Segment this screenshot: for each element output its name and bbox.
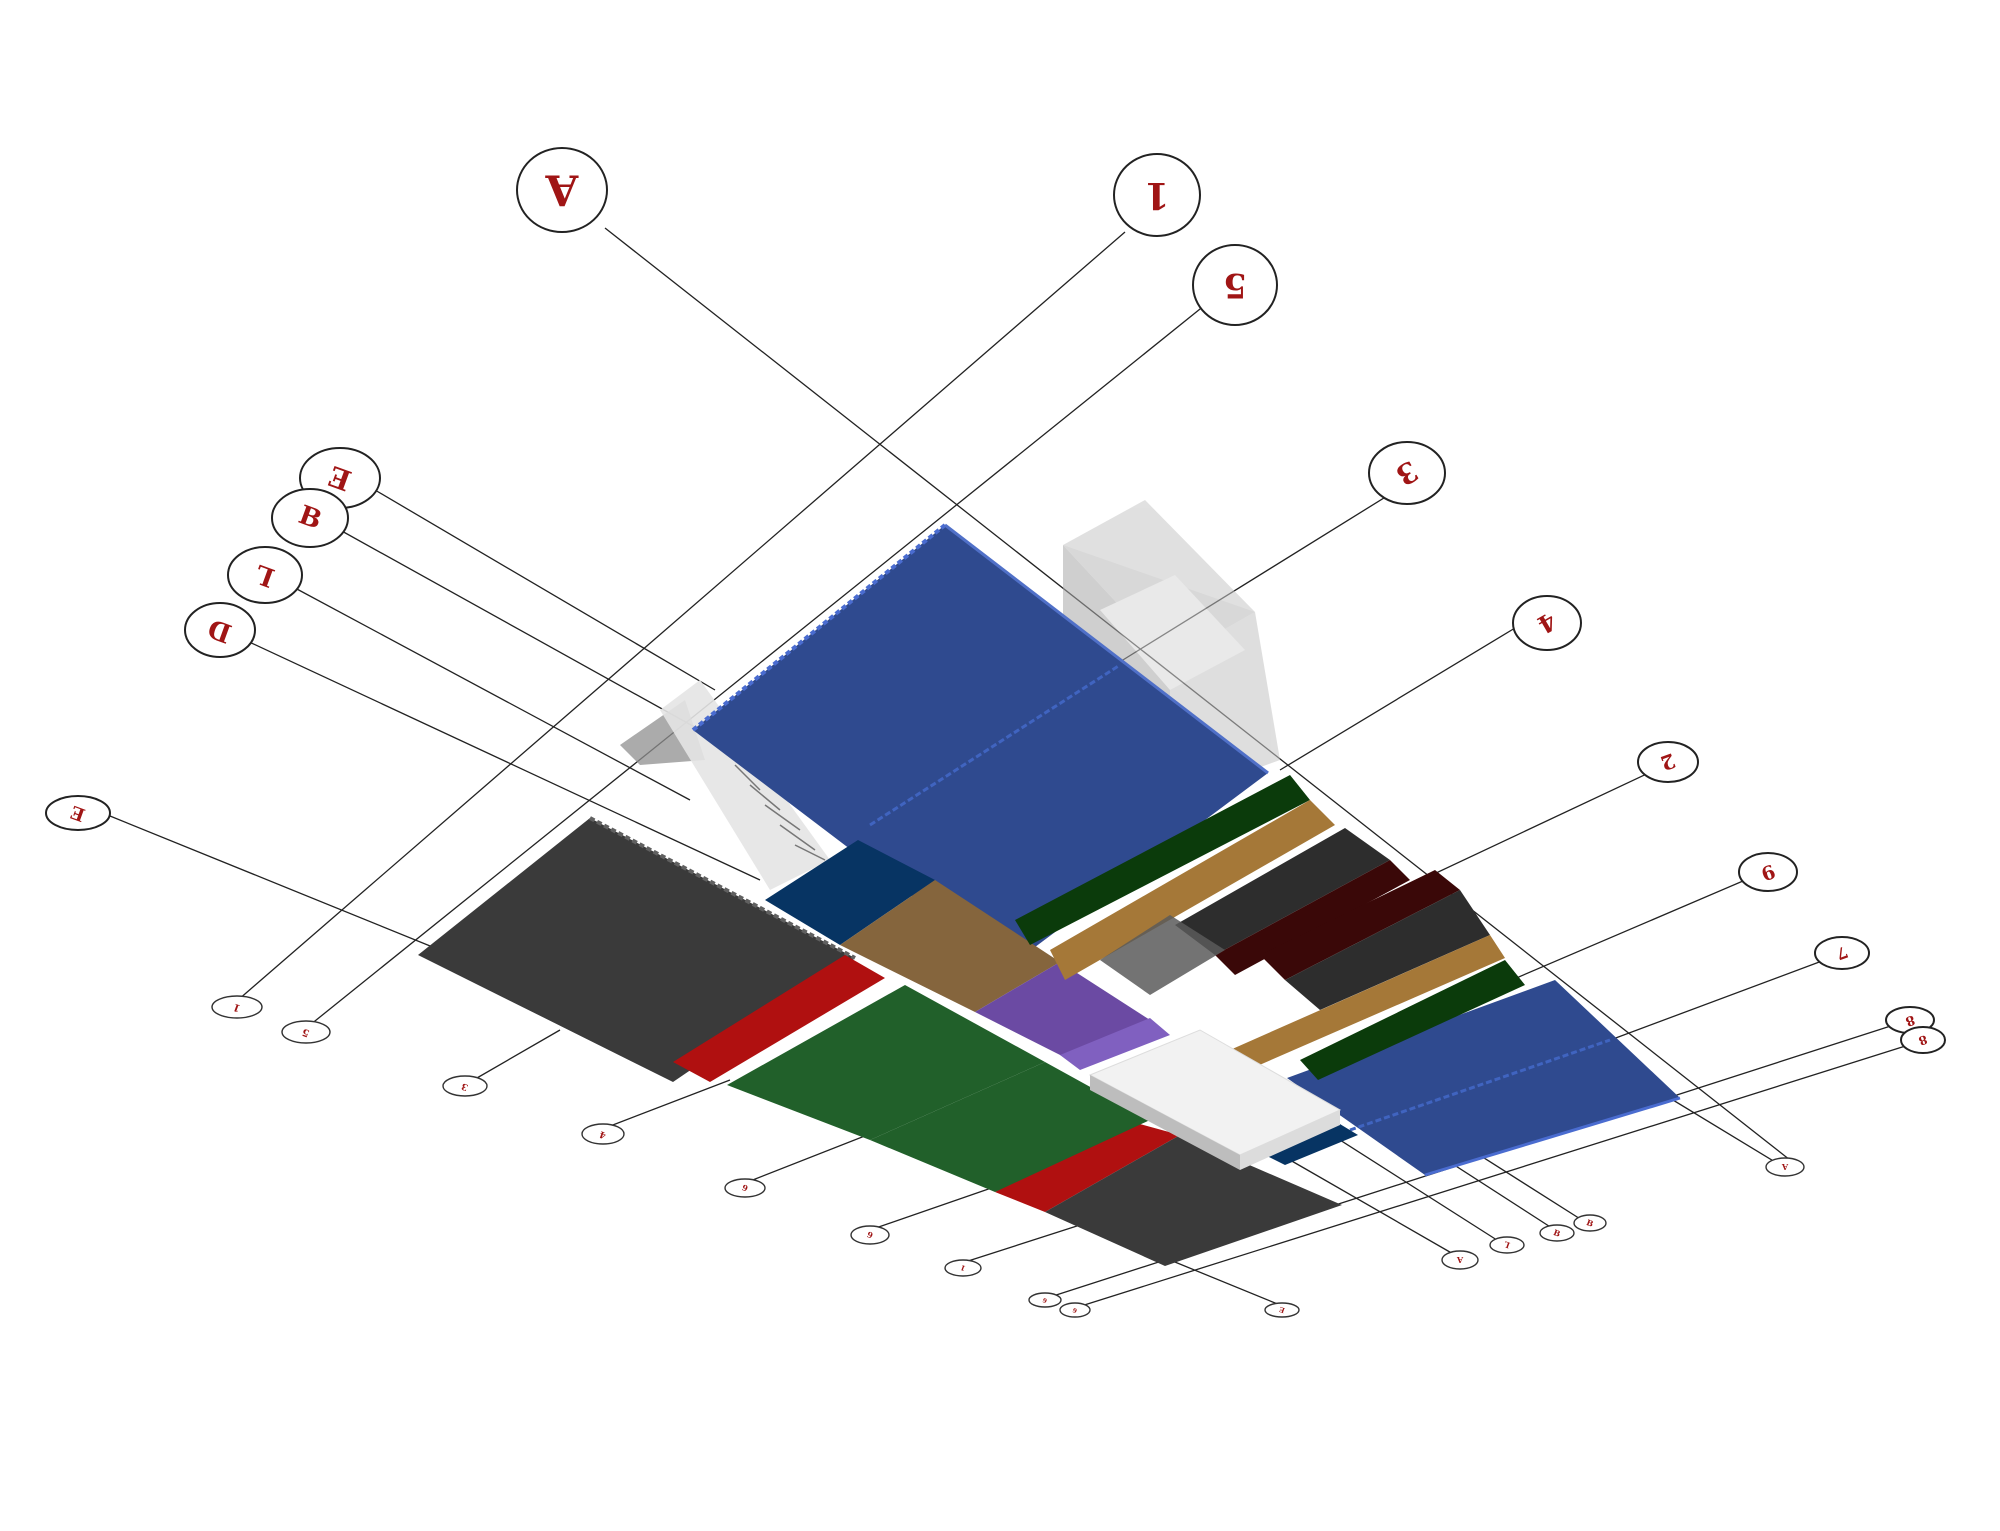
- svg-text:E: E: [68, 801, 88, 825]
- bubble-8b: 8: [1900, 1026, 1946, 1054]
- small-bubble-4: 4: [581, 1123, 625, 1145]
- small-bubble-1: 1: [211, 995, 263, 1019]
- leader-7: [1604, 957, 1831, 1043]
- small-bubble-L: L: [1489, 1236, 1525, 1254]
- blue-slab-right: [1287, 980, 1681, 1177]
- leader-8b: [1077, 1042, 1916, 1308]
- small-bubble-B2: B: [1573, 1214, 1607, 1232]
- leader-small-6b: [869, 1184, 1001, 1231]
- svg-text:3: 3: [460, 1080, 469, 1092]
- small-bubble-6a: 6: [724, 1178, 766, 1198]
- bubble-E-left: E: [45, 795, 111, 831]
- bubble-D: D: [184, 602, 256, 658]
- bubble-B: B: [271, 488, 349, 548]
- navy-slab-left: [765, 840, 935, 945]
- tan-slab-center: [840, 880, 1060, 1012]
- bubble-5: 5: [1192, 244, 1278, 326]
- svg-text:L: L: [1502, 1239, 1511, 1250]
- svg-text:A: A: [1781, 1162, 1789, 1172]
- small-label-bubbles: 1 5 3 4 6 6 1 6: [211, 995, 1805, 1318]
- charcoal-strip-1: [1175, 828, 1390, 955]
- dark-green-strip-1: [1015, 775, 1310, 945]
- leader-small-1b: [964, 1224, 1081, 1263]
- leader-small-A: [1289, 1159, 1456, 1256]
- small-bubble-6c: 6: [1028, 1292, 1062, 1308]
- small-bubble-5: 5: [281, 1020, 331, 1044]
- leader-D: [244, 639, 761, 881]
- charcoal-slab-left: [418, 816, 856, 1082]
- navy-slab-bottom: [1255, 1118, 1358, 1165]
- tan-strip-2: [1230, 935, 1505, 1070]
- leader-small-L: [1339, 1139, 1501, 1243]
- purple-slab: [975, 962, 1150, 1060]
- svg-text:5: 5: [1223, 265, 1247, 305]
- svg-text:6: 6: [740, 1182, 749, 1193]
- big-label-bubbles: A 1 5 3 4 2 9 7: [45, 147, 1946, 1054]
- svg-text:B: B: [1585, 1217, 1595, 1229]
- dark-green-strip-2: [1300, 960, 1525, 1080]
- tan-strip-1: [1050, 800, 1335, 980]
- leader-small-3: [469, 1029, 561, 1083]
- svg-text:1: 1: [232, 1001, 242, 1014]
- svg-text:5: 5: [301, 1026, 311, 1039]
- purple-slab-strip: [1060, 1018, 1170, 1070]
- bubble-4: 4: [1512, 595, 1582, 651]
- bubble-L: L: [227, 546, 303, 604]
- leader-B: [339, 529, 701, 731]
- white-box: [1088, 1029, 1342, 1170]
- bubble-2: 2: [1637, 741, 1699, 783]
- svg-text:1: 1: [959, 1263, 967, 1273]
- small-bubble-6b: 6: [850, 1225, 890, 1245]
- small-bubble-A2: A: [1765, 1157, 1805, 1177]
- red-strip-1: [673, 955, 885, 1082]
- leader-E-top: [374, 489, 716, 691]
- leader-9: [1499, 877, 1751, 986]
- small-bubble-A: A: [1441, 1250, 1479, 1270]
- leader-E-left: [109, 815, 441, 951]
- svg-text:E: E: [1278, 1305, 1286, 1315]
- leader-small-6a: [744, 1129, 881, 1184]
- bubble-1: 1: [1113, 153, 1201, 237]
- leader-1: [237, 231, 1126, 1001]
- small-bubble-3: 3: [442, 1075, 488, 1097]
- leader-L: [294, 587, 691, 801]
- svg-text:4: 4: [598, 1128, 607, 1140]
- small-bubble-1b: 1: [944, 1259, 982, 1277]
- small-bubble-6d: 6: [1059, 1302, 1091, 1318]
- leader-small-4: [604, 1079, 731, 1129]
- red-strip-2: [995, 1120, 1180, 1212]
- small-bubble-B1: B: [1539, 1224, 1575, 1242]
- charcoal-slab-bottom: [1045, 1135, 1342, 1266]
- leader-2: [1399, 769, 1656, 891]
- svg-text:1: 1: [1144, 174, 1169, 216]
- bubble-9: 9: [1738, 852, 1798, 892]
- charcoal-strip-2: [1285, 890, 1490, 1010]
- green-slab-1: [727, 985, 1045, 1140]
- maroon-strip-1: [1215, 860, 1410, 975]
- small-bubble-E: E: [1264, 1302, 1300, 1318]
- bubble-3: 3: [1368, 441, 1446, 505]
- blue-slab-top: [691, 523, 1269, 968]
- gray-box-shadow: [1100, 915, 1225, 995]
- bubble-7: 7: [1814, 936, 1870, 970]
- leader-4: [1279, 627, 1516, 771]
- svg-text:6: 6: [865, 1229, 874, 1240]
- stacked-strips: [1015, 775, 1525, 1080]
- leader-small-E: [1169, 1259, 1281, 1306]
- svg-text:A: A: [1456, 1255, 1464, 1265]
- grid-leader-lines: [109, 227, 1916, 1308]
- svg-text:6: 6: [1042, 1296, 1048, 1304]
- green-slab-2: [870, 1062, 1150, 1192]
- svg-text:B: B: [1552, 1227, 1562, 1239]
- svg-text:A: A: [544, 166, 579, 215]
- bubble-A: A: [516, 147, 608, 233]
- maroon-strip-2: [1260, 870, 1460, 980]
- leader-5: [309, 304, 1206, 1026]
- svg-text:6: 6: [1072, 1306, 1078, 1314]
